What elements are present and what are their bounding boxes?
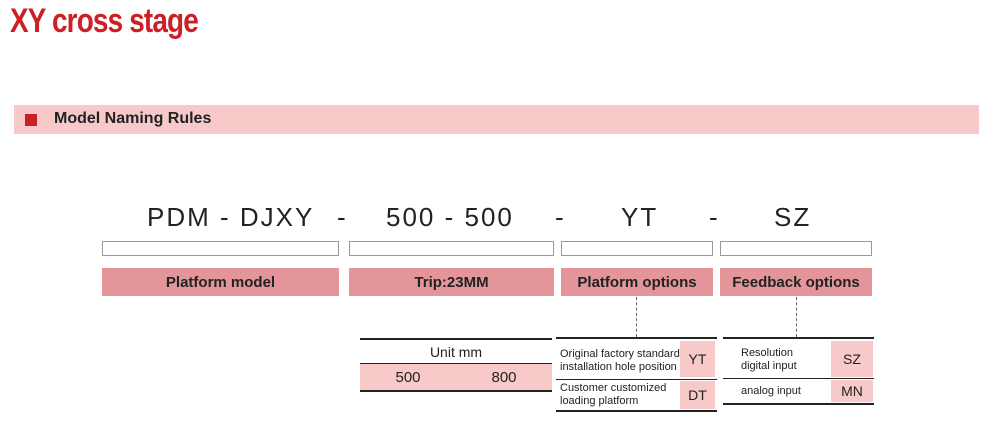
model-code-part-series: PDM - DJXY bbox=[147, 202, 315, 232]
table-rule bbox=[556, 410, 717, 412]
table-row: Customer customized loading platform bbox=[560, 382, 666, 408]
model-code-separator: - bbox=[709, 202, 720, 232]
trip-value-cell: 500 bbox=[360, 364, 456, 390]
bracket-box-platform-model bbox=[102, 241, 339, 256]
bracket-box-trip bbox=[349, 241, 554, 256]
option-description: digital input bbox=[741, 360, 797, 372]
model-code-part-platform: YT bbox=[621, 202, 659, 232]
option-code-cell: YT bbox=[680, 341, 715, 377]
page-title: XY cross stage bbox=[10, 2, 199, 40]
option-code-cell: MN bbox=[831, 380, 873, 402]
table-rule bbox=[723, 378, 874, 379]
connector-line bbox=[796, 297, 797, 337]
option-code-cell: DT bbox=[680, 381, 715, 409]
table-row: analog input bbox=[741, 385, 801, 398]
label-platform-options: Platform options bbox=[561, 268, 713, 296]
connector-line bbox=[636, 297, 637, 337]
bracket-box-feedback-options bbox=[720, 241, 872, 256]
option-description: Original factory standard bbox=[560, 348, 680, 360]
bullet-square-icon bbox=[25, 114, 37, 126]
table-rule bbox=[723, 337, 874, 339]
table-row: Original factory standard installation h… bbox=[560, 348, 680, 374]
table-rule bbox=[360, 338, 552, 340]
table-rule bbox=[360, 390, 552, 392]
label-platform-model: Platform model bbox=[102, 268, 339, 296]
option-description: analog input bbox=[741, 385, 801, 397]
model-code-separator: - bbox=[555, 202, 566, 232]
model-code-part-feedback: SZ bbox=[774, 202, 812, 232]
table-rule bbox=[360, 363, 552, 364]
model-code-part-trip: 500 - 500 bbox=[386, 202, 514, 232]
option-description: installation hole position bbox=[560, 361, 677, 373]
bracket-box-platform-options bbox=[561, 241, 713, 256]
section-header-bar bbox=[14, 105, 979, 134]
table-rule bbox=[556, 337, 717, 339]
option-code-cell: SZ bbox=[831, 341, 873, 377]
table-row: Resolution digital input bbox=[741, 347, 797, 373]
trip-table-header: Unit mm bbox=[429, 344, 483, 360]
table-rule bbox=[723, 403, 874, 405]
label-feedback-options: Feedback options bbox=[720, 268, 872, 296]
section-title: Model Naming Rules bbox=[54, 110, 212, 127]
option-description: loading platform bbox=[560, 395, 639, 407]
option-description: Customer customized bbox=[560, 382, 667, 394]
table-rule bbox=[556, 379, 717, 380]
option-description: Resolution bbox=[741, 347, 793, 359]
trip-value-cell: 800 bbox=[456, 364, 552, 390]
model-code-separator: - bbox=[337, 202, 348, 232]
label-trip: Trip:23MM bbox=[349, 268, 554, 296]
